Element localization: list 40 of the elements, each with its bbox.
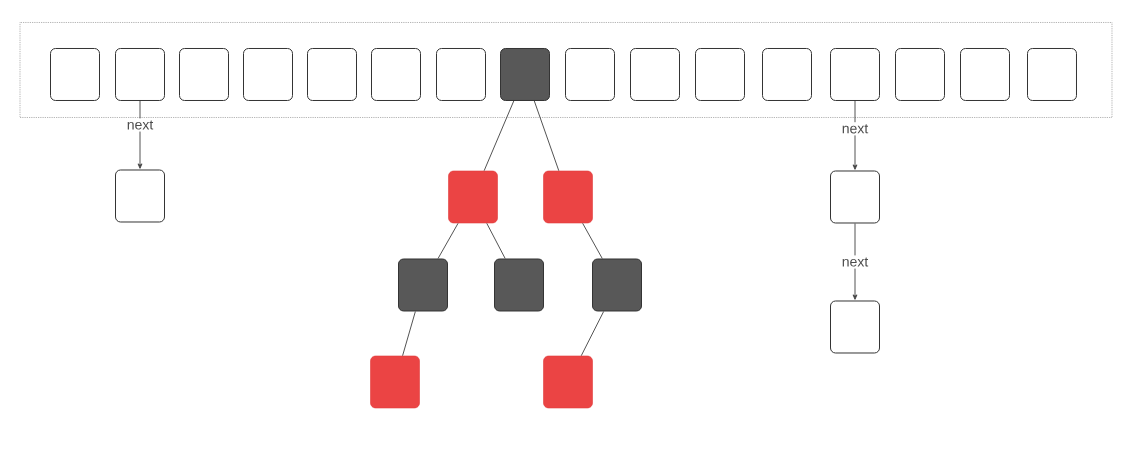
edge-label: next bbox=[839, 122, 871, 136]
bucket-box bbox=[115, 169, 165, 223]
tree-node bbox=[370, 355, 420, 409]
arrow bbox=[852, 100, 858, 170]
bucket-box bbox=[830, 48, 880, 101]
edge-label: next bbox=[839, 255, 871, 269]
tree-node bbox=[543, 355, 593, 409]
tree-node bbox=[398, 258, 448, 312]
bucket-box bbox=[565, 48, 615, 101]
bucket-box bbox=[179, 48, 229, 101]
bucket-box bbox=[830, 300, 880, 354]
tree-node bbox=[494, 258, 544, 312]
tree-node bbox=[543, 170, 593, 224]
connector-line bbox=[533, 100, 560, 172]
bucket-box bbox=[115, 48, 165, 101]
arrow bbox=[852, 223, 858, 300]
hash-table-frame bbox=[19, 22, 1113, 118]
bucket-box bbox=[307, 48, 357, 101]
edge-label: next bbox=[124, 118, 156, 132]
bucket-box bbox=[630, 48, 680, 101]
connector-line bbox=[582, 222, 603, 259]
bucket-box bbox=[371, 48, 421, 101]
bucket-box bbox=[830, 170, 880, 224]
bucket-box bbox=[895, 48, 945, 101]
bucket-box bbox=[1027, 48, 1077, 101]
connector-line bbox=[402, 311, 416, 357]
connector-line bbox=[486, 222, 506, 259]
bucket-box bbox=[50, 48, 100, 101]
tree-node bbox=[448, 170, 498, 224]
connector-line bbox=[483, 100, 515, 172]
bucket-box bbox=[243, 48, 293, 101]
tree-node bbox=[500, 48, 550, 101]
connector-line bbox=[580, 311, 605, 357]
bucket-box bbox=[436, 48, 486, 101]
connector-line bbox=[437, 222, 459, 259]
bucket-box bbox=[960, 48, 1010, 101]
bucket-box bbox=[695, 48, 745, 101]
tree-node bbox=[592, 258, 642, 312]
bucket-box bbox=[762, 48, 812, 101]
arrow bbox=[137, 100, 143, 169]
